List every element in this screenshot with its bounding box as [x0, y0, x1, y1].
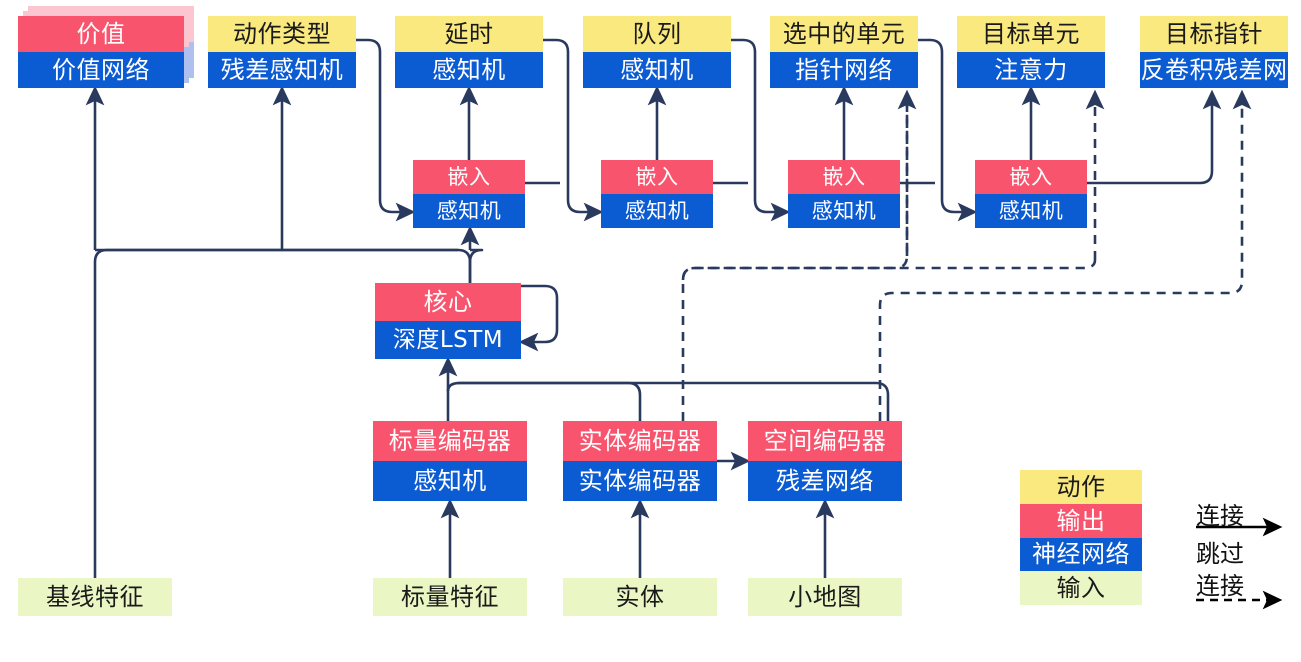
- node-selected[interactable]: 选中的单元指针网络: [770, 16, 918, 88]
- legend: 动作输出神经网络输入: [1020, 470, 1142, 605]
- wire-queue-to-embed3: [731, 38, 791, 222]
- input-baseline_feat[interactable]: 基线特征: [18, 578, 172, 616]
- node-queue-bottom-label: 感知机: [583, 52, 731, 88]
- wire-actiontype-to-embed1: [356, 38, 416, 222]
- node-queue[interactable]: 队列感知机: [583, 16, 731, 88]
- node-embed1[interactable]: 嵌入感知机: [413, 160, 525, 228]
- node-selected-top-label: 选中的单元: [770, 16, 918, 52]
- node-embed2-bottom-label: 感知机: [601, 194, 713, 228]
- skip-spatialenc-to-targetpointer: [878, 89, 1252, 421]
- node-embed2[interactable]: 嵌入感知机: [601, 160, 713, 228]
- node-embed4-top-label: 嵌入: [975, 160, 1087, 194]
- node-value[interactable]: 价值价值网络: [18, 16, 184, 88]
- input-minimap[interactable]: 小地图: [748, 578, 902, 616]
- node-entity_enc[interactable]: 实体编码器实体编码器: [563, 421, 717, 501]
- node-spatial_enc[interactable]: 空间编码器残差网络: [748, 421, 902, 501]
- legend-output: 输出: [1020, 503, 1142, 538]
- wire-embed4-to-targetpointer: [1087, 89, 1222, 185]
- node-core-top-label: 核心: [375, 283, 521, 321]
- legend-skip-label-line2: 连接: [1196, 572, 1244, 600]
- node-delay[interactable]: 延时感知机: [395, 16, 543, 88]
- legend-connection-label: 连接: [1196, 502, 1244, 530]
- node-target_point-bottom-label: 反卷积残差网: [1140, 52, 1288, 88]
- wire-core-bus-stub: [468, 248, 484, 263]
- node-delay-bottom-label: 感知机: [395, 52, 543, 88]
- node-target_unit-top-label: 目标单元: [957, 16, 1105, 52]
- wire-spatialenc-to-bus: [446, 381, 890, 421]
- node-embed4[interactable]: 嵌入感知机: [975, 160, 1087, 228]
- node-delay-top-label: 延时: [395, 16, 543, 52]
- node-action_type-bottom-label: 残差感知机: [208, 52, 356, 88]
- input-entities[interactable]: 实体: [563, 578, 717, 616]
- node-embed2-top-label: 嵌入: [601, 160, 713, 194]
- node-embed3[interactable]: 嵌入感知机: [788, 160, 900, 228]
- node-embed3-bottom-label: 感知机: [788, 194, 900, 228]
- node-spatial_enc-top-label: 空间编码器: [748, 421, 902, 461]
- node-value-bottom-label: 价值网络: [18, 52, 184, 88]
- wire-selected-to-embed4: [918, 38, 978, 222]
- node-spatial_enc-bottom-label: 残差网络: [748, 461, 902, 501]
- input-minimap-label: 小地图: [748, 578, 902, 616]
- wire-entityenc-to-bus: [446, 381, 642, 421]
- node-core[interactable]: 核心深度LSTM: [375, 283, 521, 359]
- node-value-top-label: 价值: [18, 16, 184, 52]
- node-target_unit[interactable]: 目标单元注意力: [957, 16, 1105, 88]
- node-scalar_enc[interactable]: 标量编码器感知机: [373, 421, 527, 501]
- node-embed4-bottom-label: 感知机: [975, 194, 1087, 228]
- node-queue-top-label: 队列: [583, 16, 731, 52]
- wire-core-to-leftbus: [93, 248, 472, 283]
- node-embed3-top-label: 嵌入: [788, 160, 900, 194]
- node-entity_enc-bottom-label: 实体编码器: [563, 461, 717, 501]
- skip-entityenc-to-selected: [681, 89, 917, 421]
- node-selected-bottom-label: 指针网络: [770, 52, 918, 88]
- node-action_type-top-label: 动作类型: [208, 16, 356, 52]
- node-action_type[interactable]: 动作类型残差感知机: [208, 16, 356, 88]
- legend-skip-label-line1: 跳过: [1196, 540, 1244, 568]
- node-target_point[interactable]: 目标指针反卷积残差网: [1140, 16, 1288, 88]
- input-scalar_feat[interactable]: 标量特征: [373, 578, 527, 616]
- legend-network: 神经网络: [1020, 537, 1142, 572]
- node-target_point-top-label: 目标指针: [1140, 16, 1288, 52]
- node-embed1-bottom-label: 感知机: [413, 194, 525, 228]
- node-scalar_enc-bottom-label: 感知机: [373, 461, 527, 501]
- node-scalar_enc-top-label: 标量编码器: [373, 421, 527, 461]
- node-target_unit-bottom-label: 注意力: [957, 52, 1105, 88]
- input-entities-label: 实体: [563, 578, 717, 616]
- legend-action: 动作: [1020, 470, 1142, 504]
- skip-entity-branch-to-targetunit: [681, 259, 1097, 281]
- legend-input: 输入: [1020, 571, 1142, 605]
- input-scalar_feat-label: 标量特征: [373, 578, 527, 616]
- node-embed1-top-label: 嵌入: [413, 160, 525, 194]
- node-entity_enc-top-label: 实体编码器: [563, 421, 717, 461]
- wire-delay-to-embed2: [543, 38, 604, 222]
- node-core-bottom-label: 深度LSTM: [375, 321, 521, 359]
- input-baseline_feat-label: 基线特征: [18, 578, 172, 616]
- wire-core-selfloop: [518, 284, 559, 352]
